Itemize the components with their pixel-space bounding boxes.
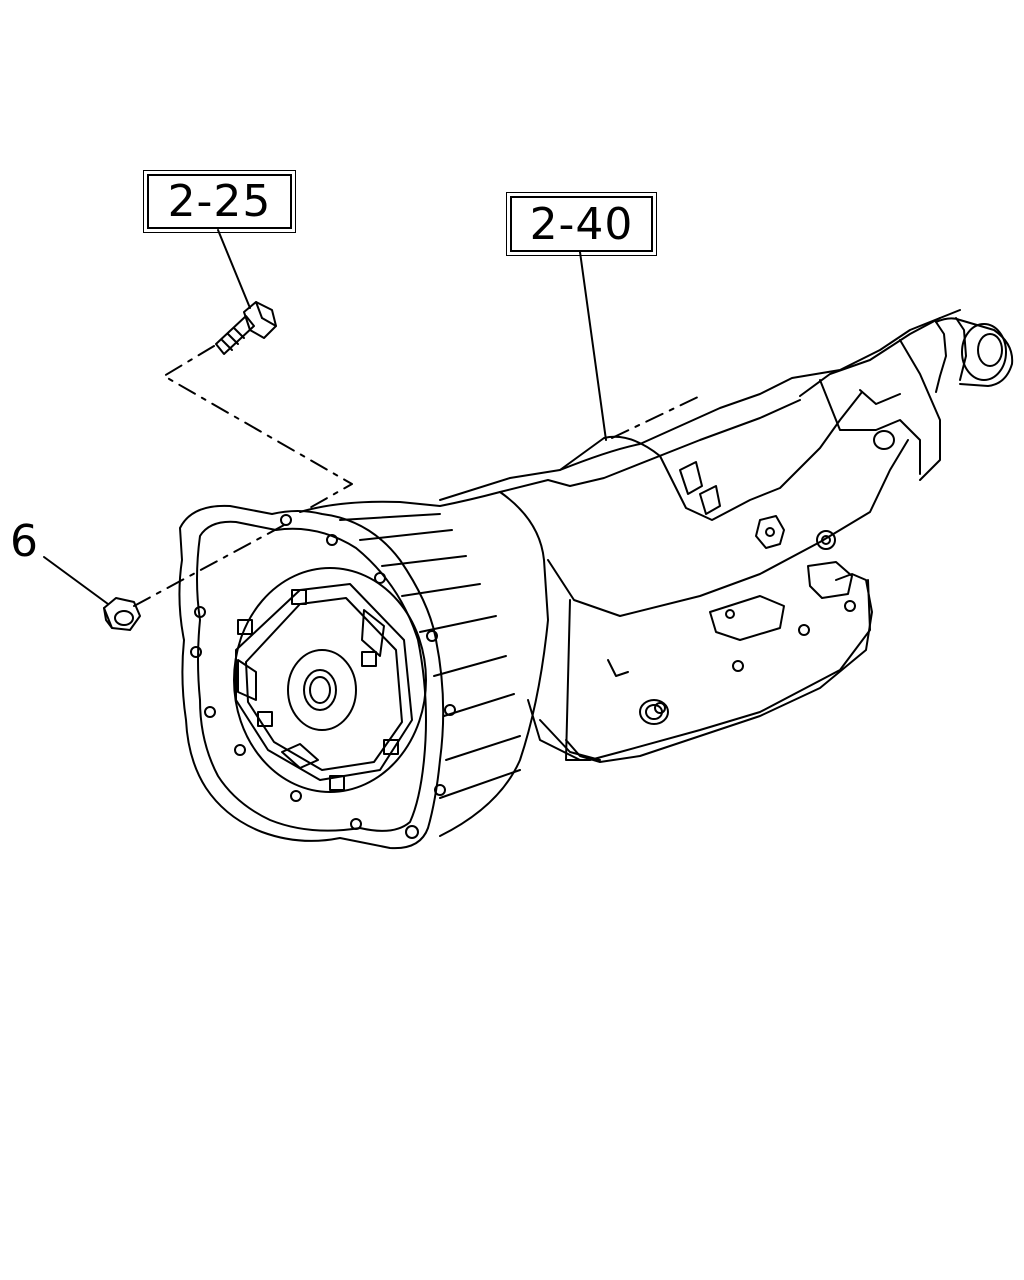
bell-housing-ribs xyxy=(299,491,549,837)
install-lines xyxy=(133,345,701,607)
extension-housing xyxy=(799,317,1014,481)
nut-install-line xyxy=(133,523,287,607)
leader-2-40 xyxy=(579,251,607,441)
flange-bolt-holes xyxy=(190,514,456,839)
bolt-icon xyxy=(215,301,277,355)
part-number-6: 6 xyxy=(10,516,38,567)
leader-2-25 xyxy=(217,229,251,309)
transmission-body xyxy=(178,309,1014,850)
axis-line xyxy=(611,395,701,439)
leader-6 xyxy=(43,556,109,605)
oil-pan xyxy=(565,573,873,763)
torque-converter xyxy=(233,567,427,793)
leader-lines xyxy=(43,229,607,605)
main-case xyxy=(439,309,961,501)
bell-housing-flange xyxy=(178,504,445,850)
callout-2-40: 2-40 xyxy=(506,192,657,256)
callout-2-25: 2-25 xyxy=(143,170,296,233)
bolt-install-line xyxy=(163,345,353,511)
nut-icon xyxy=(103,597,141,631)
